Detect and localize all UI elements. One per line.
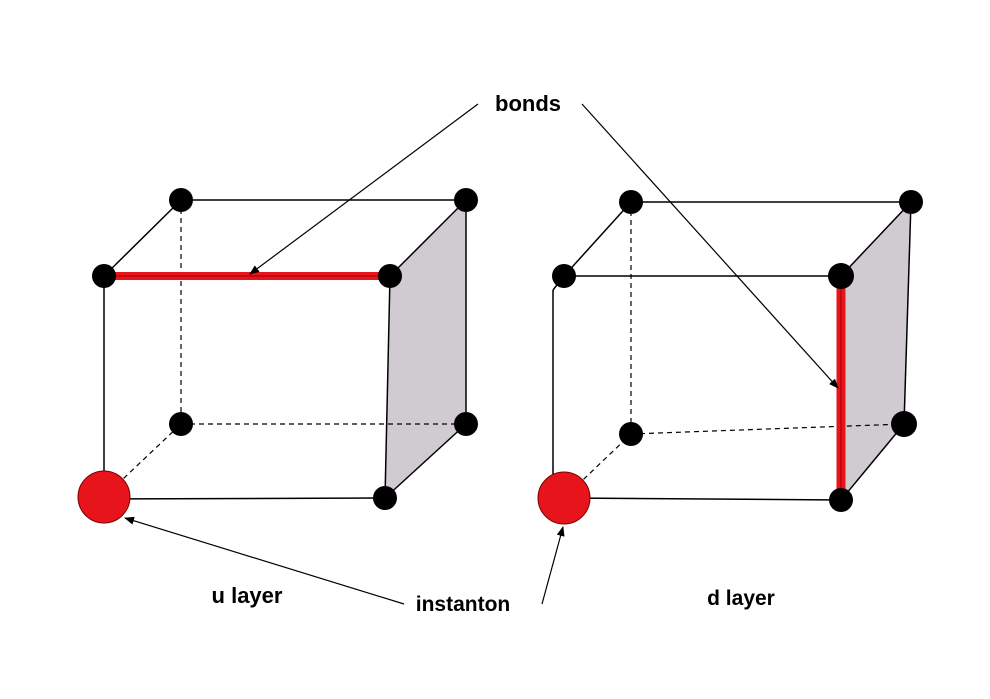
d-instanton bbox=[537, 471, 591, 525]
bonds-label: bonds bbox=[495, 91, 561, 116]
d-layer-cube bbox=[537, 190, 923, 525]
u-layer-label: u layer bbox=[212, 583, 283, 608]
d-edge-bottom-right-diag bbox=[840, 423, 905, 501]
u-vertex-front-top-right bbox=[378, 264, 402, 288]
bonds-pointer-to-u-bond bbox=[249, 103, 479, 275]
d-edge-top-left-diag bbox=[563, 201, 632, 277]
d-edge-front-bottom bbox=[563, 497, 842, 501]
u-shaded-face bbox=[385, 200, 466, 498]
d-vertex-front-bottom-right bbox=[829, 488, 853, 512]
u-vertex-back-bottom-left bbox=[169, 412, 193, 436]
d-vertex-back-top-right bbox=[899, 190, 923, 214]
pointer-arrows bbox=[124, 103, 839, 605]
u-edge-top-right-diag bbox=[389, 199, 467, 277]
u-edge-front-bottom bbox=[103, 497, 386, 500]
d-vertex-back-top-left bbox=[619, 190, 643, 214]
d-edge-back-right-vertical bbox=[903, 201, 912, 425]
u-vertex-back-top-left bbox=[169, 188, 193, 212]
u-vertex-back-bottom-right bbox=[454, 412, 478, 436]
bonds-pointer-to-d-bond bbox=[581, 103, 839, 389]
u-layer-cube bbox=[77, 188, 478, 524]
instanton-label: instanton bbox=[416, 593, 511, 616]
d-edge-top-right-diag bbox=[840, 201, 912, 277]
u-vertex-front-top-left bbox=[92, 264, 116, 288]
d-shaded-face bbox=[841, 202, 911, 498]
d-vertex-front-top-right bbox=[828, 263, 854, 289]
u-edge-bottom-right-diag bbox=[384, 423, 467, 499]
u-vertex-front-bottom-right bbox=[373, 486, 397, 510]
instanton-pointer-to-d bbox=[541, 526, 565, 605]
d-layer-label: d layer bbox=[707, 587, 775, 610]
u-instanton bbox=[77, 470, 131, 524]
u-edge-top-left-diag bbox=[103, 199, 182, 277]
d-hidden-edge-back-bottom bbox=[630, 423, 905, 435]
d-vertex-back-bottom-right bbox=[891, 411, 917, 437]
d-vertex-front-top-left bbox=[552, 264, 576, 288]
d-vertex-back-bottom-left bbox=[619, 422, 643, 446]
u-vertex-back-top-right bbox=[454, 188, 478, 212]
u-edge-front-right-vertical bbox=[384, 275, 391, 499]
d-hidden-edge-diagonal bbox=[563, 433, 632, 499]
instanton-pointer-to-u bbox=[124, 516, 405, 605]
